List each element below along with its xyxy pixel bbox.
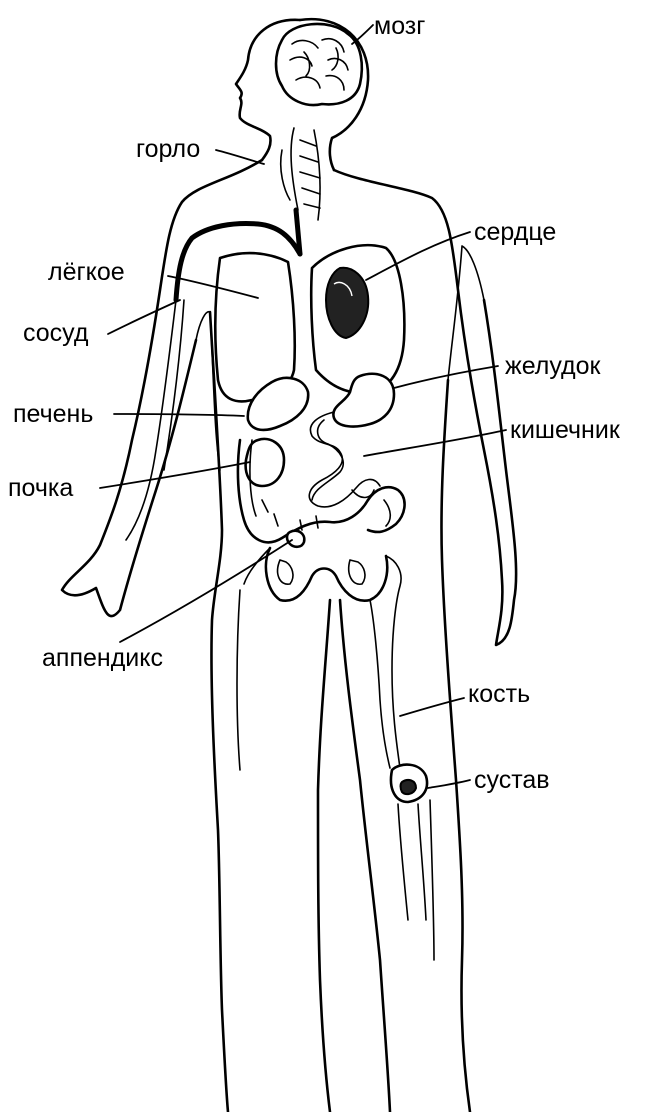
label-intestine: кишечник <box>510 416 621 444</box>
leader-bone <box>400 698 464 716</box>
label-lung: лёгкое <box>48 258 125 286</box>
label-bone: кость <box>468 680 530 708</box>
femur-bone <box>370 556 401 768</box>
appendix <box>287 531 304 547</box>
leader-stomach <box>394 366 498 388</box>
label-liver: печень <box>13 400 93 428</box>
labels: мозг горло сердце лёгкое сосуд желудок п… <box>8 12 621 794</box>
leader-brain <box>352 25 373 44</box>
spine <box>281 128 320 220</box>
label-joint: сустав <box>474 766 550 794</box>
knee-joint <box>391 765 427 920</box>
leader-throat <box>216 150 264 164</box>
label-stomach: желудок <box>505 352 602 380</box>
label-heart: сердце <box>474 218 556 246</box>
label-kidney: почка <box>8 474 73 502</box>
label-vessel: сосуд <box>23 319 89 347</box>
label-appendix: аппендикс <box>42 644 163 672</box>
label-brain: мозг <box>374 12 425 40</box>
leader-liver <box>114 414 244 416</box>
leader-kidney <box>100 462 250 488</box>
brain <box>276 24 362 105</box>
leader-joint <box>428 780 470 788</box>
label-throat: горло <box>136 135 200 163</box>
leader-vessel <box>108 300 180 334</box>
